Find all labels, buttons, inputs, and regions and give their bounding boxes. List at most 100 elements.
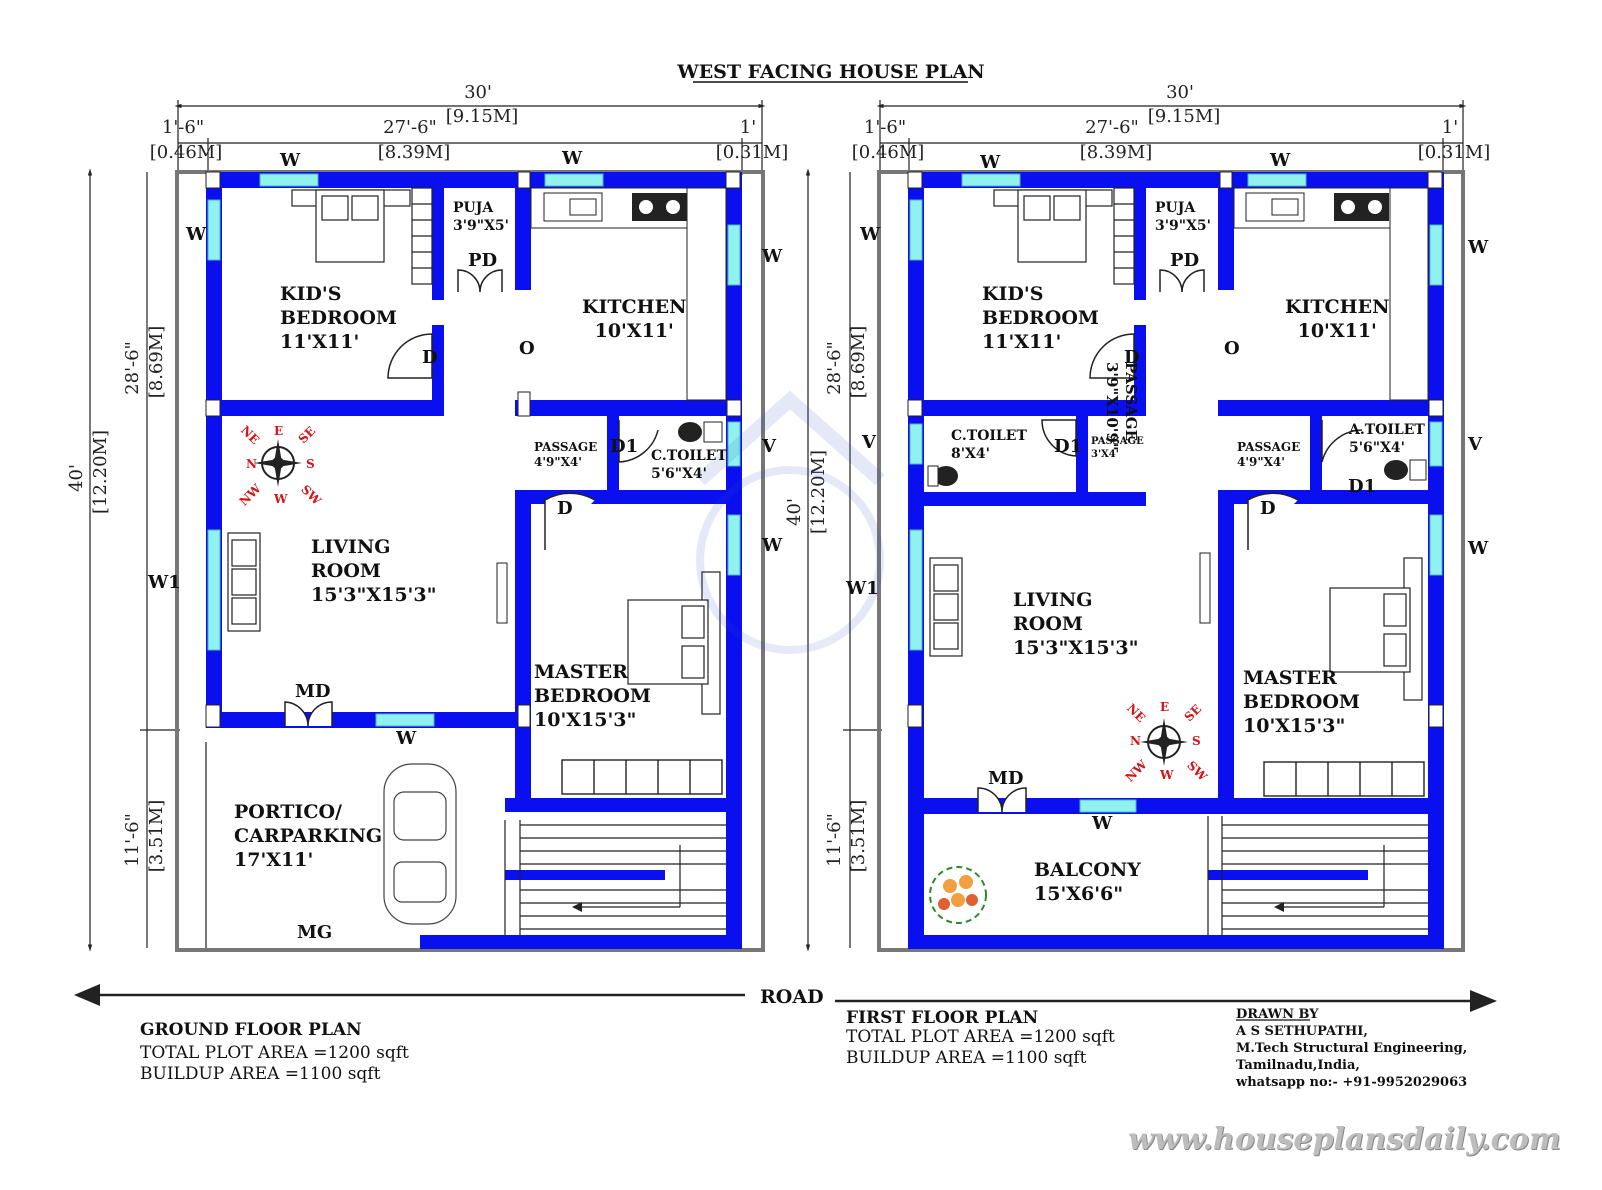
gf-dim-lower-m: [3.51M] bbox=[146, 800, 167, 873]
ff-puja-label: PUJA 3'9"X5' bbox=[1155, 200, 1211, 234]
gf-plot-area: TOTAL PLOT AREA =1200 sqft bbox=[140, 1043, 409, 1063]
ff-compass-n: N bbox=[1130, 734, 1141, 748]
gf-portico-label: PORTICO/ CARPARKING 17'X11' bbox=[234, 801, 383, 871]
ff-plot-area: TOTAL PLOT AREA =1200 sqft bbox=[846, 1027, 1115, 1047]
gf-window-mark: W bbox=[562, 148, 583, 169]
ff-window-w1-mark: W1 bbox=[846, 578, 879, 599]
ff-dim-upper: 28'-6" bbox=[824, 341, 845, 395]
ff-dim-right: 1' bbox=[1442, 117, 1458, 138]
gf-main-door-mark: MD bbox=[295, 681, 331, 702]
drawing-title: WEST FACING HOUSE PLAN bbox=[676, 61, 984, 83]
gf-dim-right-m: [0.31M] bbox=[716, 142, 789, 163]
gf-dim-lower: 11'-6" bbox=[122, 813, 143, 867]
ff-opening-mark: O bbox=[1224, 338, 1240, 359]
ff-window-mark: W bbox=[1468, 538, 1489, 559]
gf-buildup-area: BUILDUP AREA =1100 sqft bbox=[140, 1064, 381, 1084]
ff-vent-mark: V bbox=[862, 432, 876, 453]
ff-compass-s: S bbox=[1192, 734, 1201, 748]
ff-passage-small-label: PASSAGE 3'X4' bbox=[1091, 436, 1144, 460]
gf-dim-overall-width: 30' bbox=[464, 82, 492, 103]
ff-puja-door-mark: PD bbox=[1170, 250, 1200, 271]
ff-door-d1-mark: D1 bbox=[1054, 436, 1083, 457]
credits-name: A S SETHUPATHI, bbox=[1236, 1024, 1368, 1039]
ff-dim-upper-m: [8.69M] bbox=[848, 326, 869, 399]
gf-dim-overall-width-m: [9.15M] bbox=[446, 106, 519, 127]
ff-master-bedroom-label: MASTER BEDROOM 10'X15'3" bbox=[1243, 667, 1360, 737]
ff-vent-mark: V bbox=[1468, 434, 1482, 455]
ff-caption: FIRST FLOOR PLAN bbox=[846, 1008, 1039, 1028]
ff-dim-overall-width-m: [9.15M] bbox=[1148, 106, 1221, 127]
credits-degree: M.Tech Structural Engineering, bbox=[1236, 1041, 1468, 1056]
ff-door-mark: D bbox=[1260, 498, 1276, 519]
ff-buildup-area: BUILDUP AREA =1100 sqft bbox=[846, 1048, 1087, 1068]
ff-window-mark: W bbox=[860, 224, 881, 245]
ff-dim-left-m: [0.46M] bbox=[852, 142, 925, 163]
ff-dim-height-m: [12.20M] bbox=[808, 450, 829, 534]
ff-window-mark: W bbox=[980, 152, 1001, 173]
gf-puja-label: PUJA 3'9"X5' bbox=[453, 200, 509, 234]
ff-dim-overall-width: 30' bbox=[1166, 82, 1194, 103]
road-label: ROAD bbox=[760, 986, 824, 1008]
ff-dim-mid: 27'-6" bbox=[1085, 117, 1139, 138]
gf-opening-mark: O bbox=[519, 338, 535, 359]
ff-dim-lower-m: [3.51M] bbox=[848, 800, 869, 873]
gf-dim-height: 40' bbox=[66, 464, 87, 492]
gf-window-mark: W bbox=[762, 535, 783, 556]
gf-dim-upper: 28'-6" bbox=[122, 341, 143, 395]
ff-window-mark: W bbox=[1092, 813, 1113, 834]
gf-dim-upper-m: [8.69M] bbox=[146, 326, 167, 399]
gf-door-d1-mark: D1 bbox=[610, 436, 639, 457]
ff-window-mark: W bbox=[1468, 237, 1489, 258]
gf-window-mark: W bbox=[396, 728, 417, 749]
ff-balcony-label: BALCONY 15'X6'6" bbox=[1034, 859, 1141, 905]
gf-dim-mid: 27'-6" bbox=[383, 117, 437, 138]
ff-main-door-mark: MD bbox=[988, 768, 1024, 789]
ff-dim-height: 40' bbox=[784, 498, 805, 526]
gf-compass-s: S bbox=[306, 457, 315, 471]
credits-heading: DRAWN BY bbox=[1236, 1007, 1319, 1022]
gf-kitchen-label: KITCHEN 10'X11' bbox=[582, 296, 687, 342]
credits-contact: whatsapp no:- +91-9952029063 bbox=[1236, 1075, 1468, 1090]
gf-dim-left-m: [0.46M] bbox=[150, 142, 223, 163]
ff-kids-bedroom-label: KID'S BEDROOM 11'X11' bbox=[982, 283, 1099, 353]
ff-door-mark: D bbox=[1124, 347, 1140, 368]
ff-door-d1-mark: D1 bbox=[1348, 476, 1377, 497]
ff-kitchen-label: KITCHEN 10'X11' bbox=[1285, 296, 1390, 342]
ff-compass-w: W bbox=[1160, 768, 1174, 782]
gf-kids-bedroom-label: KID'S BEDROOM 11'X11' bbox=[280, 283, 397, 353]
gf-dim-left: 1'-6" bbox=[162, 117, 204, 138]
first-floor-plan: 30' [9.15M] 1'-6" [0.46M] 27'-6" [8.39M]… bbox=[784, 82, 1491, 952]
ff-dim-right-m: [0.31M] bbox=[1418, 142, 1491, 163]
gf-main-gate-mark: MG bbox=[297, 922, 333, 943]
ff-passage-label: PASSAGE 4'9"X4' bbox=[1237, 440, 1301, 469]
ff-dim-lower: 11'-6" bbox=[824, 813, 845, 867]
compass-icon bbox=[1140, 718, 1188, 766]
gf-puja-door-mark: PD bbox=[468, 250, 498, 271]
gf-door-mark: D bbox=[557, 498, 573, 519]
gf-vent-mark: V bbox=[762, 436, 776, 457]
gf-dim-height-m: [12.20M] bbox=[90, 430, 111, 514]
gf-dim-mid-m: [8.39M] bbox=[378, 142, 451, 163]
ff-c-toilet-label: C.TOILET 8'X4' bbox=[951, 428, 1027, 462]
gf-master-bedroom-label: MASTER BEDROOM 10'X15'3" bbox=[534, 661, 651, 731]
gf-caption: GROUND FLOOR PLAN bbox=[140, 1020, 362, 1040]
gf-c-toilet-label: C.TOILET 5'6"X4' bbox=[651, 448, 727, 482]
compass-icon bbox=[254, 439, 302, 487]
watermark-logo-icon bbox=[695, 390, 885, 654]
gf-window-mark: W bbox=[186, 224, 207, 245]
ff-living-room-label: LIVING ROOM 15'3"X15'3" bbox=[1013, 589, 1139, 659]
gf-compass-w: W bbox=[274, 492, 288, 506]
ground-floor-plan: 30' [9.15M] 1'-6" [0.46M] 27'-6" [8.39M]… bbox=[66, 82, 789, 952]
ff-a-toilet-label: A.TOILET 5'6"X4' bbox=[1349, 422, 1425, 456]
gf-door-mark: D bbox=[422, 347, 438, 368]
gf-compass-n: N bbox=[246, 457, 257, 471]
ff-compass-e: E bbox=[1160, 700, 1170, 714]
gf-window-mark: W bbox=[762, 246, 783, 267]
gf-window-w1-mark: W1 bbox=[148, 572, 181, 593]
credits-place: Tamilnadu,India, bbox=[1236, 1058, 1360, 1073]
ff-dim-mid-m: [8.39M] bbox=[1080, 142, 1153, 163]
gf-living-room-label: LIVING ROOM 15'3"X15'3" bbox=[311, 536, 437, 606]
gf-window-mark: W bbox=[280, 150, 301, 171]
website-link[interactable]: www.houseplansdaily.com bbox=[1128, 1122, 1561, 1157]
